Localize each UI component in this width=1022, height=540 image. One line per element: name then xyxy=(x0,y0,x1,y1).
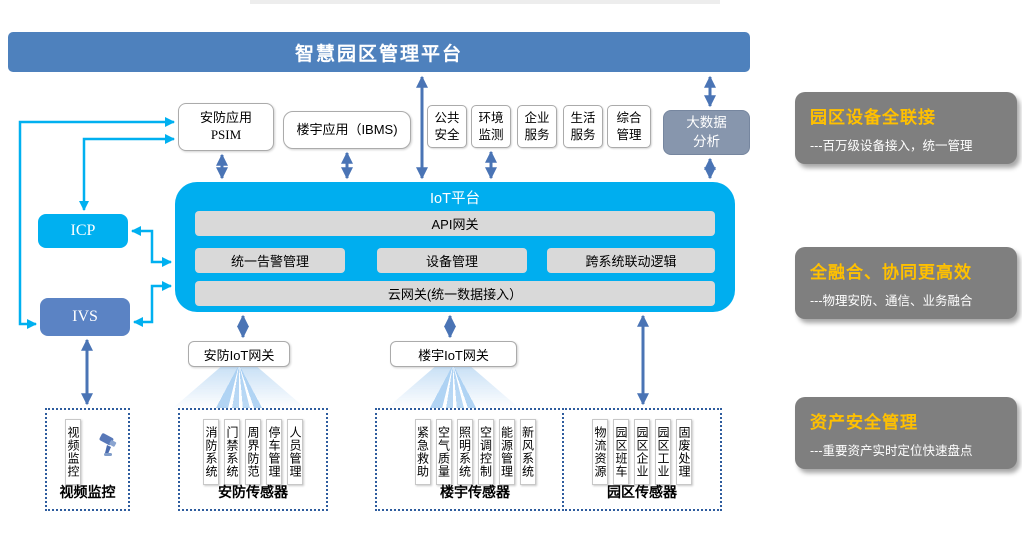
highlight-title: 园区设备全联接 xyxy=(810,108,936,127)
top-crop-strip xyxy=(250,0,720,4)
sensor-item: 园区企业 xyxy=(634,419,650,485)
ibms-app-box: 楼宇应用（IBMS) xyxy=(283,111,411,149)
service-text: 服务 xyxy=(524,127,550,142)
group-label: 安防传感器 xyxy=(218,484,288,500)
sensor-item: 紧急救助 xyxy=(414,419,431,485)
iot-platform-title: IoT平台 xyxy=(430,191,480,207)
platform-banner-title: 智慧园区管理平台 xyxy=(294,43,463,65)
sensor-item: 空气质量 xyxy=(435,419,452,485)
highlight-panel-asset-security: 资产安全管理 ---重要资产实时定位快速盘点 xyxy=(795,397,1017,469)
group-video-surveillance: 视频监控 视频监控 xyxy=(45,408,130,511)
group-label: 楼宇传感器 xyxy=(440,484,510,500)
building-gateway-light-fan xyxy=(387,367,519,408)
ibms-label: 楼宇应用（IBMS) xyxy=(296,121,398,137)
group-security-sensors: 消防系统 门禁系统 周界防范 停车管理 人员管理 安防传感器 xyxy=(178,408,328,511)
sensor-item: 园区工业 xyxy=(655,419,671,485)
service-box-living: 生活 服务 xyxy=(563,105,603,148)
big-data-analysis-box: 大数据 分析 xyxy=(663,110,750,155)
iot-platform-container: IoT平台 API网关 统一告警管理 设备管理 跨系统联动逻辑 云网关(统一数据… xyxy=(175,182,735,312)
group-park-sensors: 物流资源 园区班车 园区企业 园区工业 固废处理 园区传感器 xyxy=(562,408,722,511)
service-text: 企业 xyxy=(524,110,550,125)
highlight-subtitle: ---百万级设备接入，统一管理 xyxy=(810,139,973,153)
sensor-item: 视频监控 xyxy=(65,419,81,485)
service-text: 生活 xyxy=(570,110,596,125)
sensor-item: 周界防范 xyxy=(245,419,261,485)
sensor-item: 空调控制 xyxy=(477,419,494,485)
service-text: 公共 xyxy=(434,110,460,125)
sensor-item: 固废处理 xyxy=(676,419,692,485)
building-iot-gateway-box: 楼宇IoT网关 xyxy=(390,341,517,367)
highlight-panel-device-connect: 园区设备全联接 ---百万级设备接入，统一管理 xyxy=(795,92,1017,164)
security-gateway-light-fan xyxy=(173,367,305,408)
group-label: 园区传感器 xyxy=(607,484,677,500)
service-text: 服务 xyxy=(570,127,596,142)
icp-node: ICP xyxy=(38,214,128,248)
big-data-line2: 分析 xyxy=(693,133,720,149)
camera-icon xyxy=(99,433,117,456)
service-text: 管理 xyxy=(616,127,642,142)
cloud-gateway-bar: 云网关(统一数据接入） xyxy=(195,281,715,306)
highlight-subtitle: ---重要资产实时定位快速盘点 xyxy=(810,444,973,458)
security-iot-gateway-box: 安防IoT网关 xyxy=(188,341,290,367)
ivs-node: IVS xyxy=(40,298,130,336)
sensor-item: 门禁系统 xyxy=(224,419,240,485)
sensor-item: 物流资源 xyxy=(592,419,608,485)
sensor-item: 新风系统 xyxy=(519,419,536,485)
highlight-subtitle: ---物理安防、通信、业务融合 xyxy=(810,294,973,308)
module-cross-system-linkage: 跨系统联动逻辑 xyxy=(547,248,715,273)
sensor-item: 能源管理 xyxy=(498,419,515,485)
group-building-sensors: 紧急救助 空气质量 照明系统 空调控制 能源管理 新风系统 楼宇传感器 xyxy=(375,408,575,511)
sensor-item: 照明系统 xyxy=(456,419,473,485)
psim-line2: PSIM xyxy=(210,127,242,142)
highlight-panel-convergence: 全融合、协同更高效 ---物理安防、通信、业务融合 xyxy=(795,247,1017,319)
service-box-enterprise: 企业 服务 xyxy=(517,105,557,148)
psim-app-box: 安防应用 PSIM xyxy=(178,103,274,151)
sensor-item: 人员管理 xyxy=(287,419,303,485)
service-box-public-safety: 公共 安全 xyxy=(427,105,467,148)
sensor-item: 园区班车 xyxy=(613,419,629,485)
service-box-env-monitoring: 环境 监测 xyxy=(471,105,511,148)
service-text: 安全 xyxy=(434,127,460,142)
sensor-item: 消防系统 xyxy=(203,419,219,485)
service-text: 监测 xyxy=(478,127,504,142)
module-device-mgmt: 设备管理 xyxy=(377,248,527,273)
big-data-line1: 大数据 xyxy=(686,115,727,131)
platform-banner: 智慧园区管理平台 xyxy=(8,32,750,72)
highlight-title: 全融合、协同更高效 xyxy=(810,263,972,282)
highlight-title: 资产安全管理 xyxy=(810,413,918,432)
group-label: 视频监控 xyxy=(59,484,116,500)
service-text: 综合 xyxy=(616,110,642,125)
api-gateway-bar: API网关 xyxy=(195,211,715,236)
psim-line1: 安防应用 xyxy=(199,110,252,126)
service-box-integrated-mgmt: 综合 管理 xyxy=(607,105,651,148)
module-alarm-mgmt: 统一告警管理 xyxy=(195,248,345,273)
service-text: 环境 xyxy=(478,110,504,125)
sensor-item: 停车管理 xyxy=(266,419,282,485)
